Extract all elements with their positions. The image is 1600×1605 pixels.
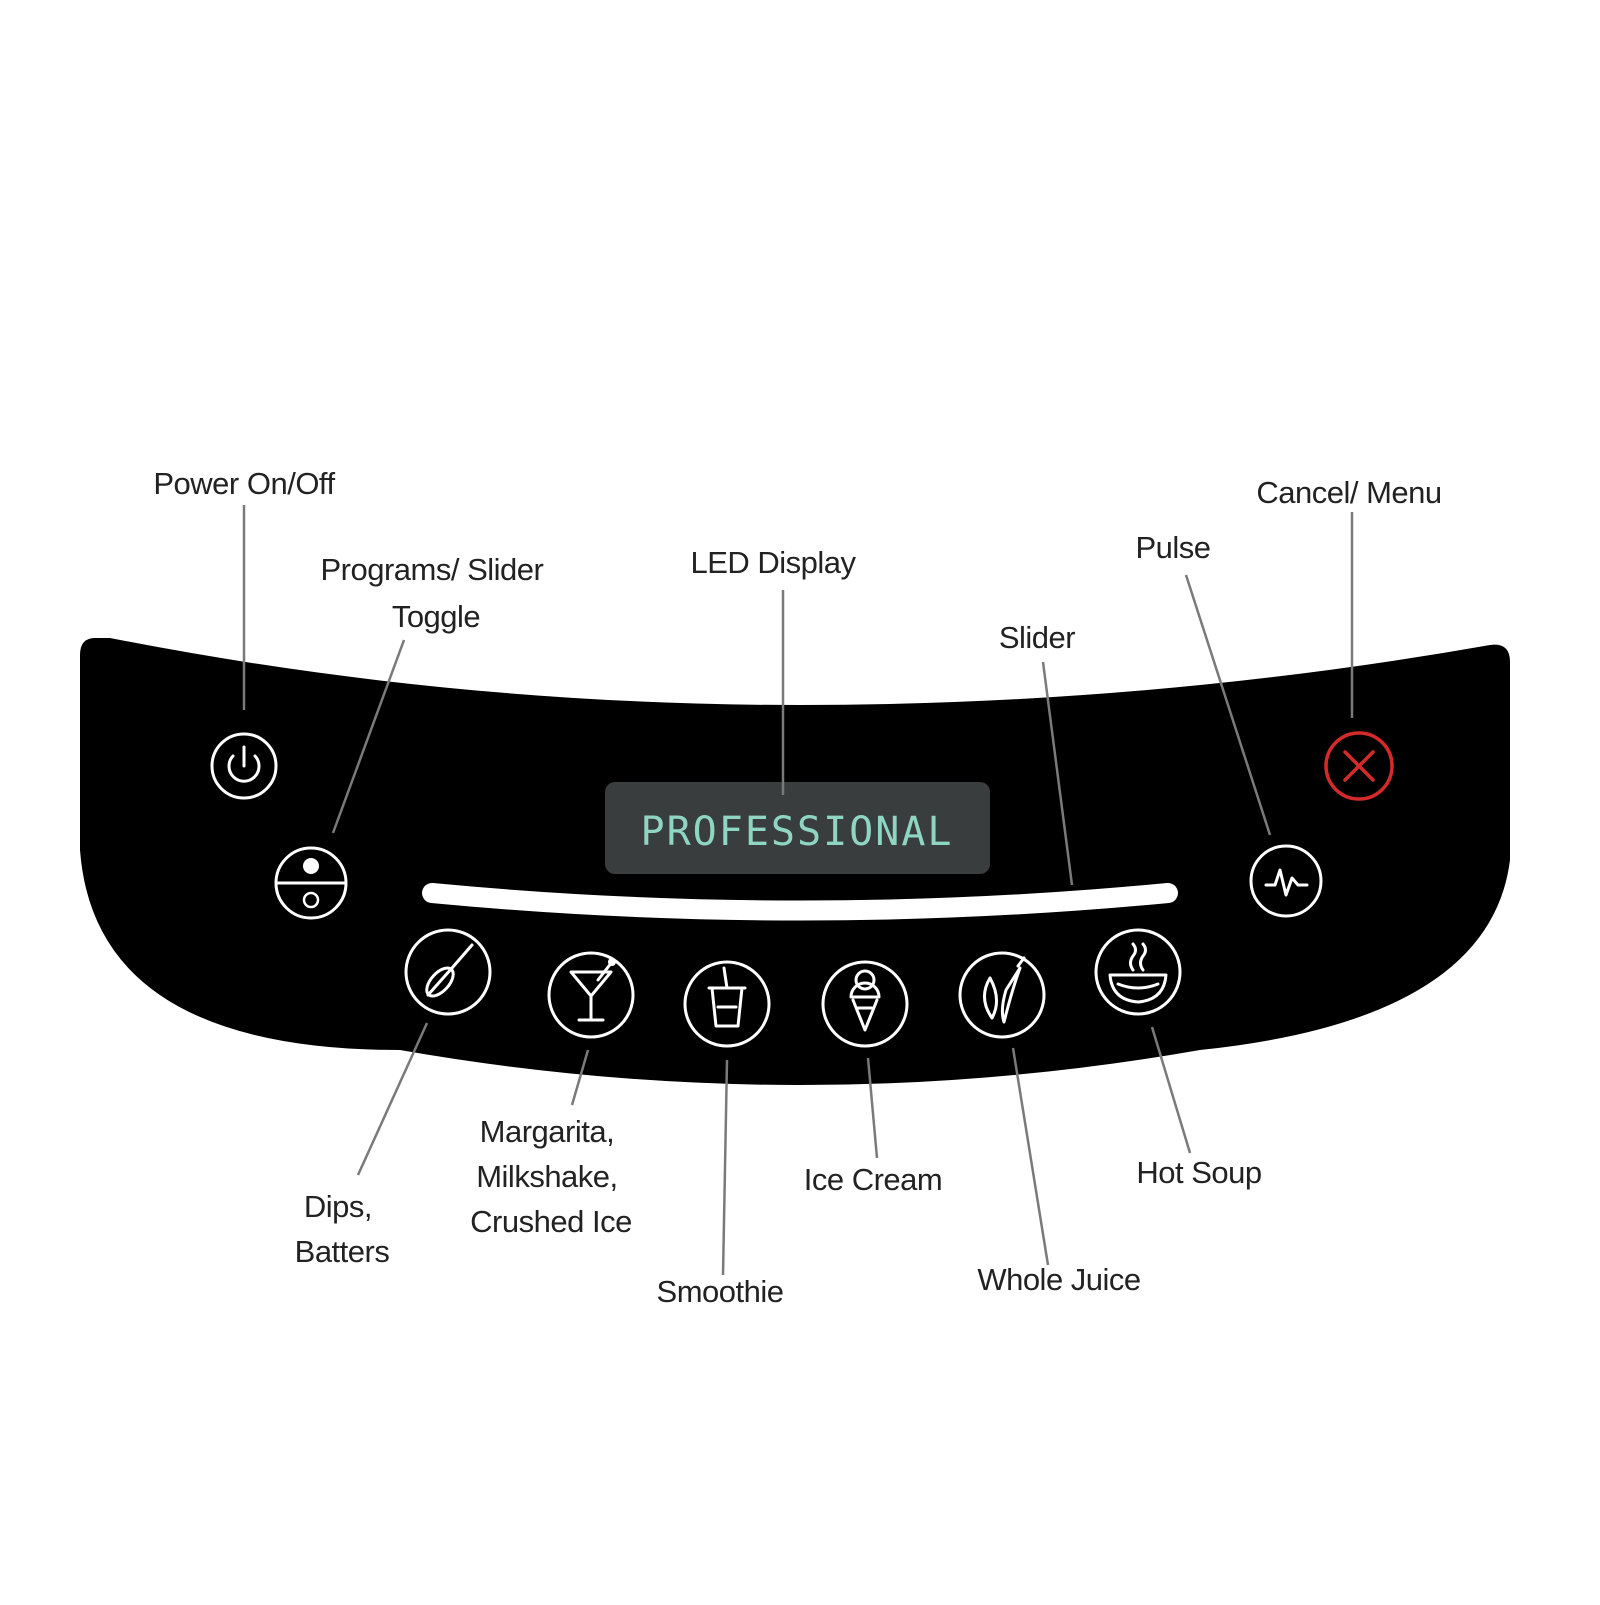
label-hot-soup: Hot Soup: [1136, 1155, 1261, 1190]
label-dips-batters: Dips, Batters: [295, 1189, 390, 1269]
label-margarita-line-2: Milkshake,: [476, 1159, 617, 1194]
label-dips-line-2: Batters: [295, 1234, 390, 1269]
led-display-text: PROFESSIONAL: [641, 809, 954, 855]
cancel-menu-button[interactable]: [1324, 731, 1394, 801]
label-smoothie: Smoothie: [657, 1274, 784, 1309]
martini-glass-icon: [569, 958, 616, 1022]
program-button-ice-cream[interactable]: [821, 960, 909, 1048]
label-programs-slider-toggle: Programs/ Slider Toggle: [321, 552, 552, 634]
programs-slider-toggle-button[interactable]: [274, 846, 348, 920]
program-button-margarita-milkshake-crushed-ice[interactable]: [547, 951, 635, 1039]
label-slider: Slider: [999, 620, 1075, 655]
label-programs-line-1: Programs/ Slider: [321, 552, 544, 587]
label-dips-line-1: Dips,: [304, 1189, 372, 1224]
program-button-smoothie[interactable]: [683, 960, 771, 1048]
ice-cream-cone-icon: [849, 969, 881, 1032]
led-display: [605, 782, 990, 874]
smoothie-cup-icon: [707, 966, 747, 1028]
power-button[interactable]: [210, 732, 278, 800]
program-button-dips-batters[interactable]: [404, 928, 492, 1016]
leader-lines: [242, 505, 1354, 1276]
fruit-vegetable-icon: [983, 956, 1026, 1024]
label-margarita-line-3: Crushed Ice: [470, 1204, 632, 1239]
whisk-icon: [425, 943, 474, 998]
label-whole-juice: Whole Juice: [977, 1262, 1140, 1297]
program-button-whole-juice[interactable]: [958, 951, 1046, 1039]
pulse-icon: [1264, 868, 1309, 897]
program-toggle-icon: [275, 858, 347, 909]
cancel-x-icon: [1343, 750, 1375, 782]
soup-bowl-icon: [1108, 942, 1168, 1004]
pulse-button[interactable]: [1249, 844, 1323, 918]
label-pulse: Pulse: [1135, 530, 1210, 565]
program-slider[interactable]: [422, 883, 1178, 921]
program-button-hot-soup[interactable]: [1094, 928, 1182, 1016]
label-ice-cream: Ice Cream: [804, 1162, 942, 1197]
power-icon: [227, 745, 261, 783]
label-programs-line-2: Toggle: [392, 599, 480, 634]
label-led-display: LED Display: [690, 545, 856, 580]
label-margarita-milkshake-crushed-ice: Margarita, Milkshake, Crushed Ice: [470, 1114, 632, 1239]
callout-labels: Power On/Off Programs/ Slider Toggle LED…: [153, 466, 1442, 1309]
label-cancel-menu: Cancel/ Menu: [1256, 475, 1441, 510]
label-margarita-line-1: Margarita,: [480, 1114, 615, 1149]
label-power-on-off: Power On/Off: [153, 466, 335, 501]
